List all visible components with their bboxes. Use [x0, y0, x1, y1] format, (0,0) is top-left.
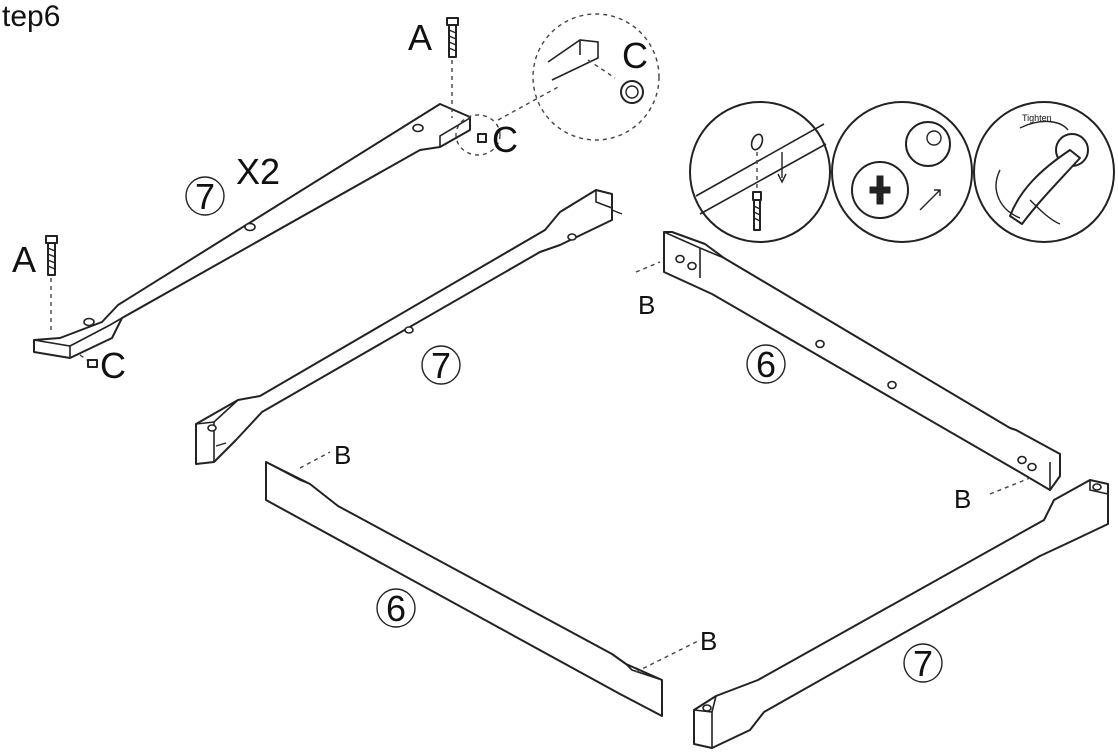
rail-6-bottom	[265, 451, 701, 717]
part-number-7-middle: 7	[421, 345, 461, 386]
rail-7-top	[33, 103, 471, 359]
svg-text:7: 7	[913, 643, 933, 684]
multiplier-label: X2	[236, 151, 280, 192]
svg-text:6: 6	[756, 344, 776, 385]
cam-c-left	[79, 354, 98, 368]
label-b-right-top: B	[638, 290, 655, 320]
part-number-7-top: 7	[185, 176, 225, 217]
label-a-left: A	[12, 239, 36, 280]
label-b-bottom-left: B	[334, 440, 351, 470]
svg-text:7: 7	[431, 345, 451, 386]
step-title: tep6	[2, 0, 61, 33]
rail-7-middle	[195, 189, 623, 465]
rail-7-bottom	[693, 479, 1109, 749]
svg-text:6: 6	[386, 588, 406, 629]
screw-a-top	[446, 17, 459, 118]
rail-6-right	[635, 231, 1061, 495]
inset-insert-screw	[689, 101, 831, 243]
screw-a-left	[45, 235, 58, 330]
part-number-7-bottom: 7	[903, 643, 943, 684]
part-number-6-bottom: 6	[376, 588, 416, 629]
label-c-detail: C	[622, 35, 648, 76]
inset-cam-lock	[831, 101, 973, 243]
inset-tighten: Tighten	[973, 101, 1115, 243]
svg-text:7: 7	[195, 176, 215, 217]
cam-c-detail	[455, 13, 660, 156]
label-a-top: A	[408, 17, 432, 58]
part-number-6-right: 6	[746, 344, 786, 385]
label-b-right-bottom: B	[954, 484, 971, 514]
label-c-top: C	[492, 119, 518, 160]
label-b-bottom-mid: B	[700, 626, 717, 656]
tighten-label: Tighten	[1022, 113, 1052, 123]
label-c-left: C	[100, 345, 126, 386]
